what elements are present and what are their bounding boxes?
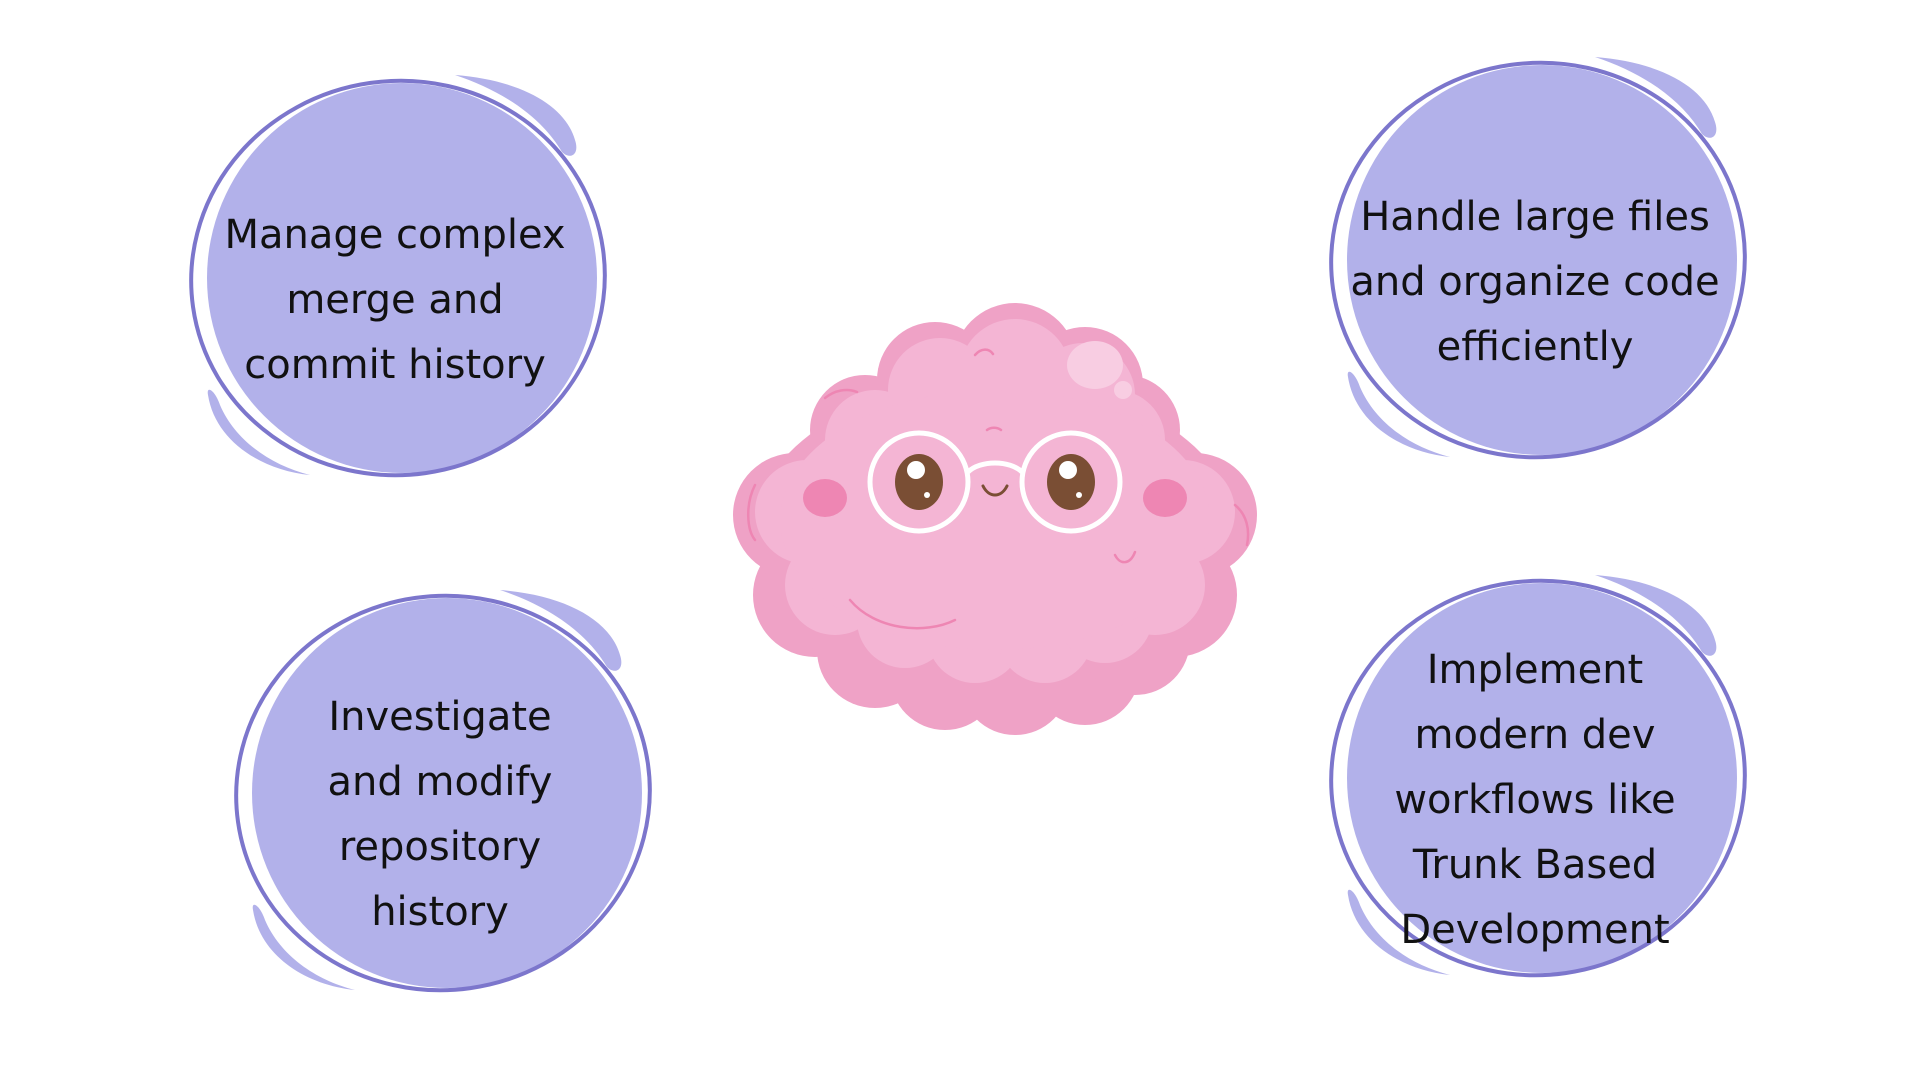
bubble-line: Trunk Based — [1412, 841, 1658, 888]
bubble-line: Development — [1400, 906, 1670, 953]
bubble-line: efficiently — [1436, 323, 1634, 370]
bubble-line: commit history — [244, 341, 546, 388]
bubble-line: workflows like — [1394, 776, 1676, 823]
bubble-text: Investigate and modify repository histor… — [255, 635, 625, 995]
bubble-circle-icon — [1329, 575, 1747, 978]
bubble-line: Manage complex — [224, 211, 566, 258]
bubble-line: repository — [338, 824, 542, 870]
feature-bubble-repository-history: Investigate and modify repository histor… — [215, 575, 655, 1015]
feature-bubble-dev-workflows: Implement modern dev workflows like Trun… — [1310, 560, 1750, 1000]
bubble-circle-icon — [1329, 57, 1747, 460]
bubble-text: Handle large files and organize code eff… — [1350, 102, 1720, 462]
happy-brain-with-glasses-icon — [733, 303, 1257, 735]
brain-mascot — [675, 290, 1315, 735]
bubble-line: history — [371, 889, 509, 935]
bubble-circle-icon — [234, 590, 652, 993]
bubble-line: Investigate — [328, 694, 552, 740]
bubble-line: and organize code — [1350, 258, 1720, 305]
bubble-text: Implement modern dev workflows like Trun… — [1350, 620, 1720, 980]
bubble-line: Handle large files — [1360, 193, 1710, 240]
bubble-text: Manage complex merge and commit history — [210, 120, 580, 480]
feature-bubble-large-files: Handle large files and organize code eff… — [1310, 42, 1750, 482]
bubble-line: Implement — [1426, 646, 1644, 693]
bubble-line: modern dev — [1414, 711, 1656, 758]
bubble-circle-icon — [189, 75, 607, 478]
bubble-line: and modify — [327, 759, 553, 805]
feature-bubble-merge-history: Manage complex merge and commit history — [170, 60, 610, 500]
bubble-line: merge and — [286, 276, 504, 323]
